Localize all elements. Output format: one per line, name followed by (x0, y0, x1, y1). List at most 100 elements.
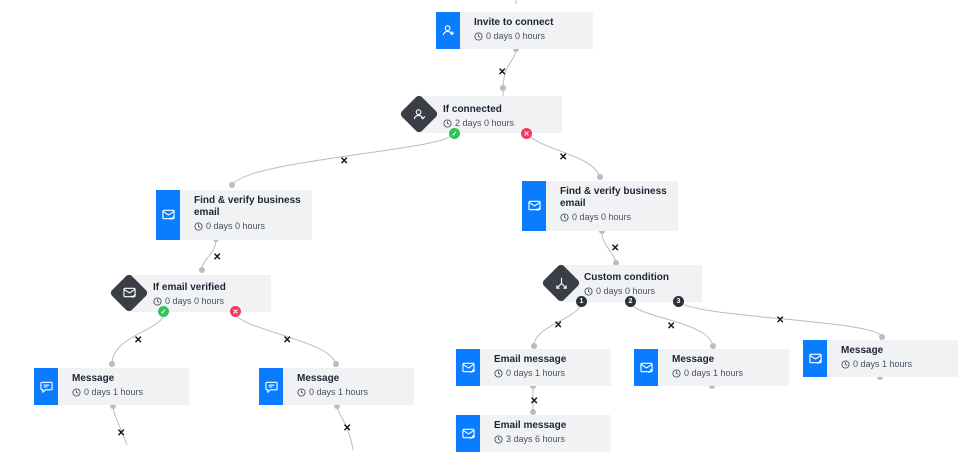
mail-send-icon (634, 349, 658, 386)
edge-delete-icon[interactable]: ✕ (530, 396, 539, 407)
clock-icon (672, 368, 681, 378)
edge-delete-icon[interactable]: ✕ (117, 428, 126, 439)
connector-dot[interactable] (879, 334, 885, 340)
connector-dot[interactable] (709, 383, 715, 389)
edge-delete-icon[interactable]: ✕ (283, 335, 292, 346)
connector-dot[interactable] (530, 409, 536, 415)
clock-icon (297, 387, 306, 397)
clock-icon (841, 359, 850, 369)
edge-delete-icon[interactable]: ✕ (559, 152, 568, 163)
branch-badge-3[interactable]: 3 (673, 296, 684, 307)
mail-check-icon (119, 283, 139, 303)
user-check-icon (409, 104, 429, 124)
connector-dot[interactable] (229, 182, 235, 188)
connector-dot[interactable] (333, 361, 339, 367)
connector-dot[interactable] (199, 267, 205, 273)
node-title: Email message (494, 420, 567, 431)
node-if-email-verified[interactable]: If email verified 0 days 0 hours (109, 273, 271, 313)
connector-dot[interactable] (531, 343, 537, 349)
edge-delete-icon[interactable]: ✕ (213, 252, 222, 263)
clock-icon (153, 296, 162, 306)
node-duration: 0 days 0 hours (206, 221, 266, 231)
connector-dot[interactable] (109, 361, 115, 367)
node-message-2[interactable]: Message 0 days 1 hours (259, 368, 414, 405)
clock-icon (474, 31, 483, 41)
node-message-1[interactable]: Message 0 days 1 hours (34, 368, 189, 405)
node-email-message-2[interactable]: Email message 3 days 6 hours (456, 415, 611, 452)
clock-icon (584, 286, 593, 296)
yes-branch-icon[interactable]: ✓ (449, 128, 460, 139)
edge-delete-icon[interactable]: ✕ (134, 335, 143, 346)
connector-dot[interactable] (500, 85, 506, 91)
connector-dot[interactable] (530, 383, 536, 389)
node-title: If email verified (153, 282, 226, 293)
node-title: Find & verify business (560, 186, 667, 197)
node-custom-condition[interactable]: Custom condition 0 days 0 hours (541, 263, 702, 303)
node-title: Find & verify business (194, 195, 301, 206)
node-title: Message (72, 373, 115, 384)
node-title: Invite to connect (474, 17, 554, 28)
node-duration: 0 days 1 hours (684, 368, 744, 378)
node-duration: 0 days 1 hours (506, 368, 566, 378)
edge-delete-icon[interactable]: ✕ (776, 315, 785, 326)
branch-badge-1[interactable]: 1 (576, 296, 587, 307)
node-title: Email message (494, 354, 567, 365)
node-email-message-1[interactable]: Email message 0 days 1 hours (456, 349, 611, 386)
clock-icon (560, 212, 569, 222)
connector-dot[interactable] (513, 46, 519, 52)
node-duration: 0 days 0 hours (596, 286, 656, 296)
node-duration: 0 days 1 hours (309, 387, 369, 397)
mail-send-icon (456, 415, 480, 452)
connector-dot[interactable] (877, 374, 883, 380)
no-branch-icon[interactable]: ✕ (521, 128, 532, 139)
node-title-line2: email (194, 207, 220, 218)
node-invite-to-connect[interactable]: Invite to connect 0 days 0 hours (436, 12, 593, 49)
mail-check-icon (156, 190, 180, 240)
node-duration: 0 days 0 hours (165, 296, 225, 306)
edge-delete-icon[interactable]: ✕ (611, 243, 620, 254)
edge-delete-icon[interactable]: ✕ (498, 67, 507, 78)
node-duration: 0 days 1 hours (84, 387, 144, 397)
mail-send-icon (803, 340, 827, 377)
user-plus-icon (436, 12, 460, 49)
edge-delete-icon[interactable]: ✕ (343, 423, 352, 434)
node-title-line2: email (560, 198, 586, 209)
chat-icon (34, 368, 58, 405)
node-title: Message (841, 345, 884, 356)
clock-icon (443, 118, 452, 128)
edge-delete-icon[interactable]: ✕ (554, 320, 563, 331)
clock-icon (72, 387, 81, 397)
node-if-connected[interactable]: If connected 2 days 0 hours (399, 94, 562, 134)
connector-dot[interactable] (597, 174, 603, 180)
node-find-verify-email-right[interactable]: Find & verify business email 0 days 0 ho… (522, 181, 678, 231)
node-duration: 0 days 0 hours (572, 212, 632, 222)
connector-dot[interactable] (110, 403, 116, 409)
node-duration: 0 days 0 hours (486, 31, 546, 41)
node-title: Message (672, 354, 715, 365)
connector-dot[interactable] (599, 228, 605, 234)
no-branch-icon[interactable]: ✕ (230, 306, 241, 317)
node-title: Message (297, 373, 340, 384)
node-duration: 3 days 6 hours (506, 434, 566, 444)
node-duration: 0 days 1 hours (853, 359, 913, 369)
clock-icon (494, 368, 503, 378)
node-find-verify-email-left[interactable]: Find & verify business email 0 days 0 ho… (156, 190, 312, 240)
mail-check-icon (522, 181, 546, 231)
branch-badge-2[interactable]: 2 (625, 296, 636, 307)
yes-branch-icon[interactable]: ✓ (158, 306, 169, 317)
branch-icon (551, 273, 571, 293)
mail-send-icon (456, 349, 480, 386)
chat-icon (259, 368, 283, 405)
node-message-3[interactable]: Message 0 days 1 hours (634, 349, 789, 386)
connector-dot[interactable] (613, 260, 619, 266)
node-title: If connected (443, 104, 502, 115)
node-title: Custom condition (584, 272, 669, 283)
edge-delete-icon[interactable]: ✕ (340, 156, 349, 167)
clock-icon (194, 221, 203, 231)
edge-delete-icon[interactable]: ✕ (667, 321, 676, 332)
connector-dot[interactable] (710, 343, 716, 349)
connector-dot[interactable] (334, 403, 340, 409)
node-message-4[interactable]: Message 0 days 1 hours (803, 340, 958, 377)
node-duration: 2 days 0 hours (455, 118, 515, 128)
clock-icon (494, 434, 503, 444)
